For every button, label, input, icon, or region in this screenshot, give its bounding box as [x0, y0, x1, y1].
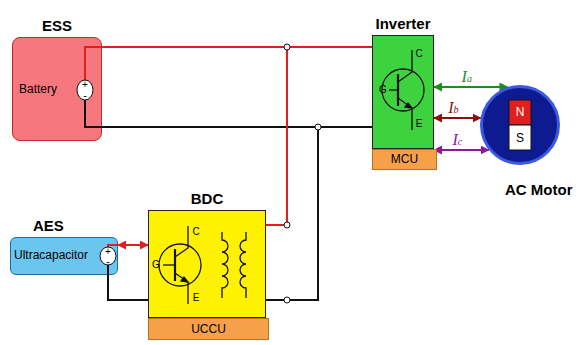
pin-name: C: [192, 227, 199, 237]
pole-name: N: [516, 106, 525, 118]
pin-name: E: [193, 293, 200, 303]
magnet-symbol: [509, 100, 531, 150]
controller-band: UCCU: [148, 318, 269, 340]
pin-name: G: [152, 260, 160, 270]
node-label: Inverter: [333, 15, 473, 32]
current-label: Ib: [448, 100, 458, 116]
node-label: MCU: [373, 153, 436, 167]
motor-circle: AC Motor: [480, 85, 560, 165]
phase-arrow: [434, 117, 481, 119]
node-label: Ultracapacitor: [14, 249, 88, 263]
phase-arrow: [434, 149, 489, 151]
ground-wire: [108, 275, 148, 300]
power-arrow: [118, 244, 148, 246]
battery-symbol: [77, 47, 103, 127]
igbt-symbol: [382, 50, 424, 130]
storage-box: ESSBattery: [12, 37, 102, 141]
phase-arrow: [434, 86, 508, 88]
pole-name: S: [516, 132, 524, 144]
polarity-sign: +: [82, 80, 88, 90]
transformer-symbol: [222, 232, 246, 298]
current-label: Ic: [452, 132, 462, 148]
pin-name: G: [379, 85, 387, 95]
node-heading: ESS: [0, 17, 141, 34]
controller-band: MCU: [372, 149, 437, 170]
polarity-sign: -: [83, 90, 87, 101]
node-label: UCCU: [149, 323, 268, 337]
current-label: Ia: [462, 69, 472, 85]
converter-box: BDC: [148, 210, 266, 318]
ultracapacitor-symbol: [100, 245, 119, 276]
node-label: Battery: [19, 83, 57, 97]
node-label: BDC: [109, 190, 305, 207]
igbt-symbol: [159, 226, 201, 304]
pin-name: E: [416, 119, 423, 129]
pin-name: C: [415, 49, 422, 59]
node-label: AC Motor: [505, 181, 573, 198]
node-heading: AES: [33, 217, 64, 234]
ground-wire: [266, 127, 372, 300]
storage-box: AESUltracapacitor: [10, 237, 118, 275]
polarity-sign: -: [106, 256, 110, 267]
junction-dot: [284, 44, 321, 303]
